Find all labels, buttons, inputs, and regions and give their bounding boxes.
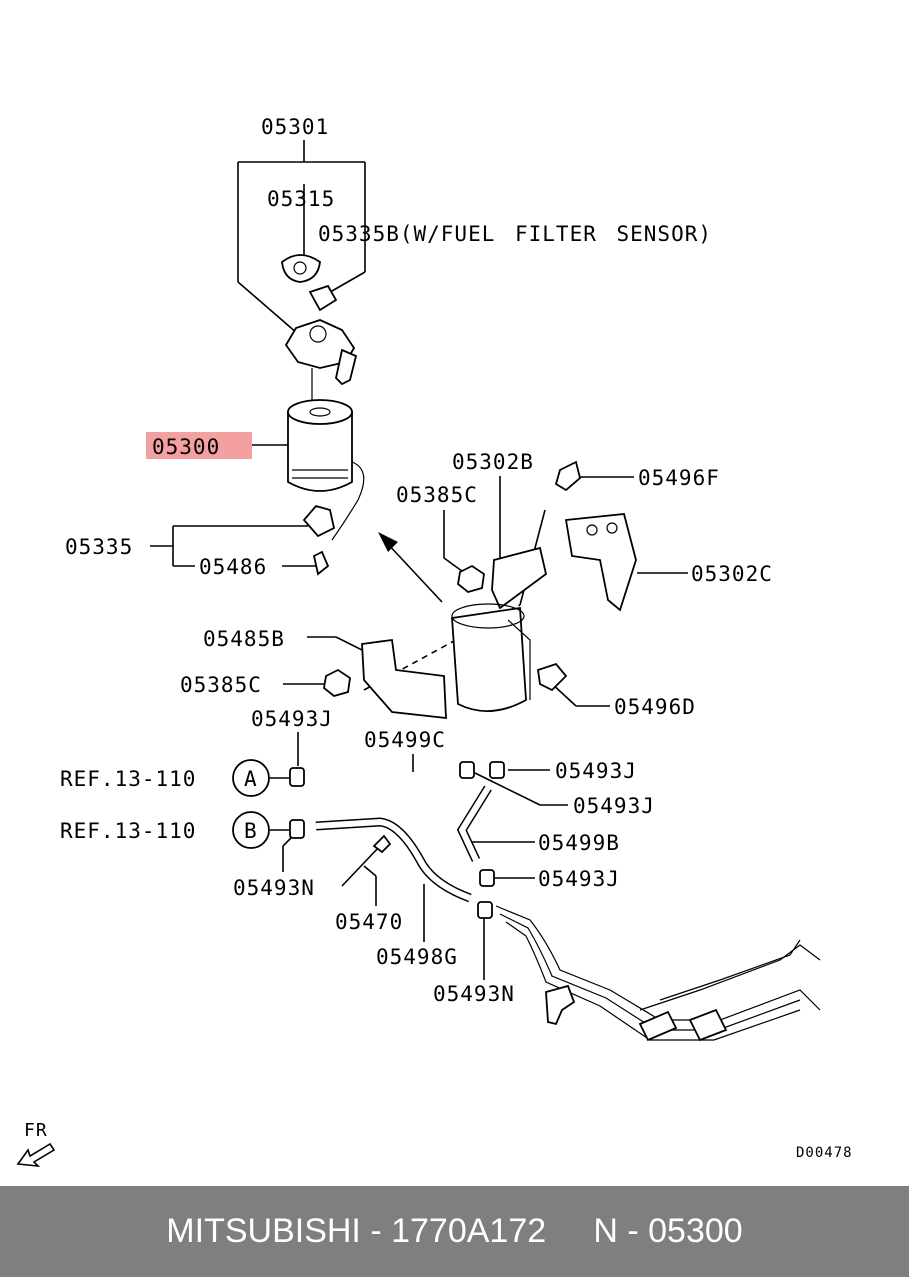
label-05499c[interactable]: 05499C [364,728,446,752]
label-05493n-b[interactable]: 05493N [433,982,515,1006]
ref-a-letter: A [244,767,258,791]
hose-05498g [315,817,472,903]
filter-housing [451,603,531,713]
hose-05499b [456,785,492,862]
diagram-code: D00478 [796,1145,853,1161]
label-05315[interactable]: 05315 [267,187,335,211]
clamp-05493n-a [289,819,305,839]
clamp-05493j-c [459,761,475,779]
clamp-05493j-a [289,767,305,787]
bracket-05485b [361,638,447,720]
label-05385c-mid[interactable]: 05385C [180,673,262,697]
label-05335[interactable]: 05335 [65,535,133,559]
label-05493n-a[interactable]: 05493N [233,876,315,900]
ref-a-text: REF.13-110 [60,767,196,791]
nut-05385c-mid [323,668,351,697]
selected-part-highlight [146,432,252,459]
plug-05486 [312,550,330,576]
fitting-05496f [554,460,582,492]
clamp-05493n-b [477,901,493,919]
ref-b-circle [232,811,270,849]
label-05301[interactable]: 05301 [261,115,329,139]
label-05302b[interactable]: 05302B [452,450,534,474]
label-05486[interactable]: 05486 [199,555,267,579]
label-05302c[interactable]: 05302C [691,562,773,586]
bracket-05302c [564,513,637,612]
sensor-05335 [302,504,336,538]
label-05493j-b[interactable]: 05493J [555,759,637,783]
clamp-05493j-b [489,761,505,779]
fr-label: FR [24,1120,48,1141]
bolt-05496d [537,662,568,692]
sensor-05335b [308,284,338,312]
fuel-lines [495,905,821,1042]
label-05493j-a[interactable]: 05493J [251,707,333,731]
label-05335b[interactable]: 05335B(W/FUEL FILTER SENSOR) [318,222,712,246]
front-direction-indicator: FR [16,1120,56,1168]
ref-b-text: REF.13-110 [60,819,196,843]
clip-05315 [281,254,321,283]
label-05496f[interactable]: 05496F [638,466,720,490]
clamp-05493j-d [479,869,495,887]
label-05493j-d[interactable]: 05493J [538,867,620,891]
hose-05499c [316,769,465,816]
footer-brand: MITSUBISHI [166,1212,361,1250]
fuel-filter-diagram: 05301 05315 05335B(W/FUEL FILTER SENSOR)… [16,115,853,1168]
ref-a-circle [232,759,270,797]
filter-cartridge-05300 [287,399,365,541]
ref-b-letter: B [244,819,258,843]
footer-part-number: 1770A172 [391,1212,547,1250]
footer-gap [546,1212,593,1251]
label-05499b[interactable]: 05499B [538,831,620,855]
label-05485b[interactable]: 05485B [203,627,285,651]
footer-separator: - [360,1212,392,1250]
fr-arrow-icon [16,1142,56,1168]
filter-head-05301 [284,319,358,400]
nut-05385c-top [457,564,485,593]
label-05470[interactable]: 05470 [335,910,403,934]
pin-05470 [341,834,392,887]
label-05496d[interactable]: 05496D [614,695,696,719]
label-05300[interactable]: 05300 [152,435,220,459]
footer-bar: MITSUBISHI - 1770A172 N - 05300 [0,1186,909,1277]
label-05493j-c[interactable]: 05493J [573,794,655,818]
bracket-05302b [491,546,548,610]
assembly-arrow [378,532,443,603]
label-05498g[interactable]: 05498G [376,945,458,969]
label-05385c-top[interactable]: 05385C [396,483,478,507]
footer-ref-code: N - 05300 [593,1212,743,1250]
